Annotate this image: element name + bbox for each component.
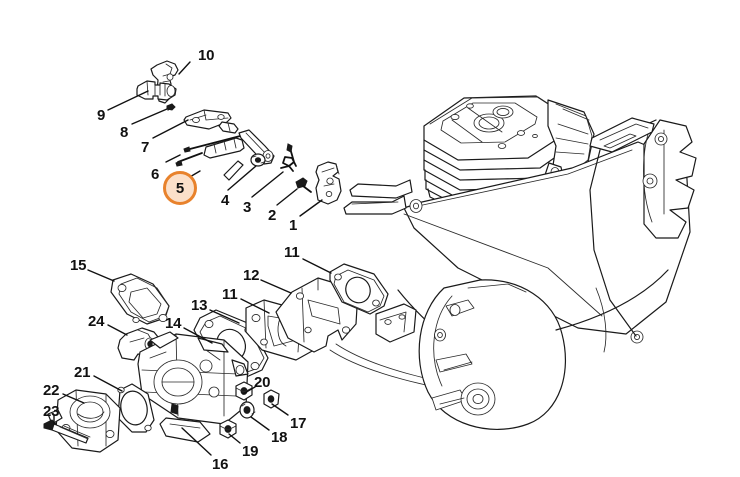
part-6-pin <box>175 152 203 167</box>
callout-13: 13 <box>191 297 208 314</box>
callout-3: 3 <box>243 199 252 216</box>
leaders-top <box>107 61 323 217</box>
engine-top-rail <box>589 117 655 153</box>
highlight-ring <box>163 171 197 205</box>
callout-15: 15 <box>70 257 87 274</box>
callout-19: 19 <box>242 443 259 460</box>
highlight-number: 5 <box>175 179 185 197</box>
part-9-spring-sleeve <box>136 80 177 101</box>
part-5-throttle-rod <box>183 133 249 159</box>
callout-9: 9 <box>97 107 106 124</box>
crankcase-bell-housing <box>418 279 566 431</box>
callout-6: 6 <box>151 166 160 183</box>
callout-22: 22 <box>43 382 60 399</box>
callout-23: 23 <box>43 403 60 420</box>
part-12-heat-shield <box>275 277 359 353</box>
part-21-gasket-oval <box>117 383 155 433</box>
part-8-pin-small <box>166 103 176 111</box>
callout-2: 2 <box>268 207 277 224</box>
part-7-choke-lever <box>183 109 239 134</box>
part-2-screw <box>295 177 312 193</box>
callout-11-upper: 11 <box>284 244 300 261</box>
callout-12: 12 <box>243 267 260 284</box>
part-18-washer-small <box>239 401 256 419</box>
group-carburetor-assembly <box>43 258 389 456</box>
callout-20: 20 <box>254 374 271 391</box>
engine-bar-mount <box>343 179 423 215</box>
part-17-bushing <box>263 389 280 409</box>
part-link-arm <box>223 129 275 181</box>
callout-1: 1 <box>289 217 298 234</box>
engine-muffler-block <box>544 99 595 182</box>
part-22-intake-manifold <box>47 389 121 453</box>
callout-10: 10 <box>198 47 215 64</box>
highlighted-part-marker-5[interactable]: 5 <box>163 171 197 205</box>
callout-7: 7 <box>141 139 150 156</box>
callout-16: 16 <box>212 456 229 473</box>
engine-cylinder-head <box>423 95 571 161</box>
part-3-spring-clip <box>280 143 297 172</box>
group-engine-assembly <box>329 95 697 431</box>
leaders-lower <box>53 258 332 456</box>
callout-8: 8 <box>120 124 129 141</box>
part-4-washer <box>250 153 266 167</box>
callout-21: 21 <box>74 364 91 381</box>
callout-11-lower: 11 <box>222 286 238 303</box>
part-1-bracket <box>315 161 342 205</box>
group-throttle-linkage <box>107 60 342 217</box>
callout-17: 17 <box>290 415 307 432</box>
part-23-screw-long <box>43 419 91 444</box>
callout-14: 14 <box>165 315 182 332</box>
part-20-nut-hex <box>235 381 253 401</box>
callout-4: 4 <box>221 192 230 209</box>
part-11-gasket-upper <box>329 263 389 315</box>
callout-24: 24 <box>88 313 105 330</box>
part-19-nut <box>219 419 237 439</box>
part-15-gasket-intake <box>110 273 170 325</box>
crankcase-mount-lug <box>375 303 417 343</box>
callout-18: 18 <box>271 429 288 446</box>
